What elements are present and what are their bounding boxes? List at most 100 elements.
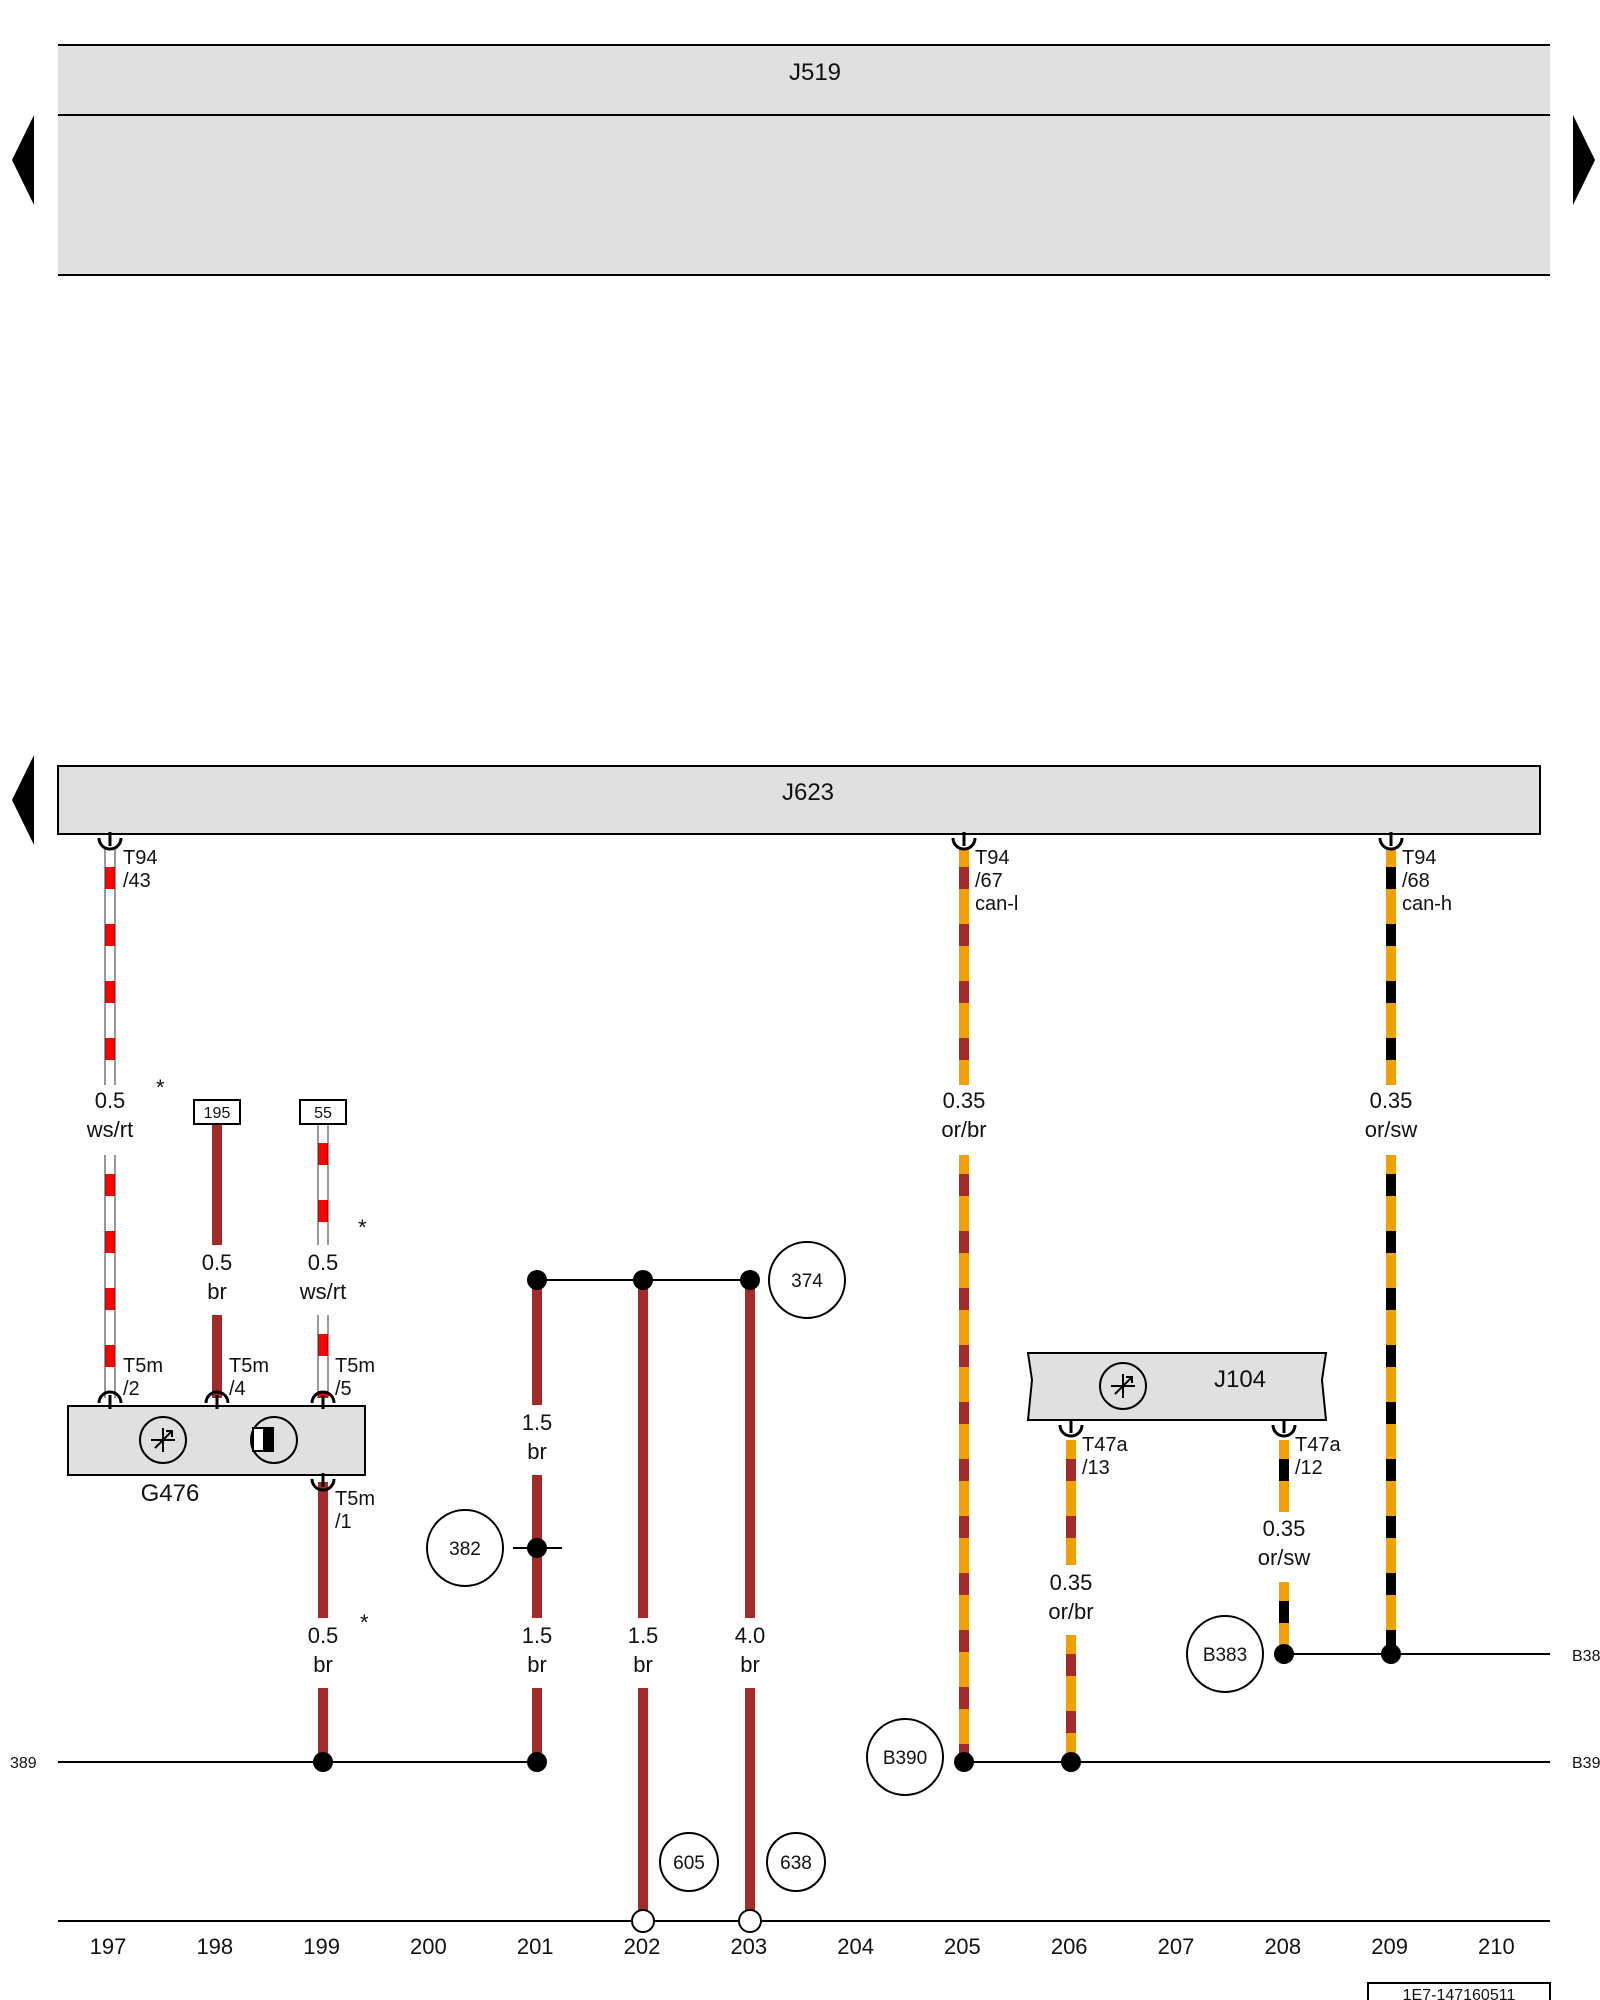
junction-dot [1274,1644,1294,1664]
wire-206-color: or/br [1048,1599,1093,1624]
wire-209-upper [1386,848,1396,1085]
column-number: 199 [303,1934,340,1959]
wire-208-color: or/sw [1258,1545,1311,1570]
circle-605-text: 605 [673,1853,705,1874]
wire-197-lower [104,1155,116,1398]
circle-b383[interactable]: B383 [1186,1615,1264,1693]
wire-199-lower-b [318,1688,328,1762]
wire-201-top-color: br [527,1439,547,1464]
junction-dot [633,1270,653,1290]
circle-638-text: 638 [780,1853,812,1874]
pin-layer [97,832,1404,1492]
wire-209-size: 0.35 [1370,1088,1413,1113]
wire-203-lower [745,1688,755,1910]
column-number: 207 [1158,1934,1195,1959]
junction-dot [1061,1752,1081,1772]
wire-208-size: 0.35 [1263,1516,1306,1541]
wire-203-color: br [740,1652,760,1677]
wire-202-size: 1.5 [628,1623,659,1648]
wire-198-size: 0.5 [202,1250,233,1275]
ref-195-text: 195 [204,1105,231,1122]
junction-dot [527,1270,547,1290]
wire-205-upper [959,848,969,1085]
wire-209-lower [1386,1155,1396,1654]
pin-arc-t94-68 [1378,832,1404,851]
wire-201-bot-size: 1.5 [522,1623,553,1648]
j104-box: J104 [1026,1352,1328,1421]
wire-208-lower [1279,1582,1289,1654]
column-number: 208 [1264,1934,1301,1959]
wire-labels: 0.5 ws/rt * 0.5 br 0.5 ws/rt * 0.5 br * … [86,1075,1418,1677]
g476-box: G476 [67,1405,366,1507]
j623-box: J623 [57,765,1541,835]
j519-panel: J519 [58,44,1550,276]
wire-205-lower [959,1155,969,1762]
junction-dot [954,1752,974,1772]
pin-arc-t47a-13 [1058,1419,1084,1438]
wire-197-upper [104,848,116,1085]
pin-t5m-1-num: /1 [335,1511,352,1533]
circle-382-text: 382 [449,1539,481,1560]
wire-198 [212,1124,222,1245]
pin-t94-67-conn: T94 [975,847,1009,869]
ref-box-55[interactable]: 55 [299,1099,347,1125]
wire-201-lower [532,1688,542,1762]
circle-b390-text: B390 [883,1748,927,1769]
pin-t5m-5-num: /5 [335,1378,352,1400]
pin-arc-t94-43 [97,832,123,851]
circle-605[interactable]: 605 [659,1832,719,1892]
indicator-fill [263,1429,272,1450]
column-number: 201 [517,1934,554,1959]
pin-t5m-2-num: /2 [123,1378,140,1400]
column-number: 204 [837,1934,874,1959]
nav-left-arrow-icon[interactable] [12,115,34,205]
pin-t94-67-num: /67 [975,870,1003,892]
nav-right-arrow-icon[interactable] [1573,115,1595,205]
wire-199-top-size: 0.5 [308,1250,339,1275]
pin-t47a-12-num: /12 [1295,1457,1323,1479]
pin-arc-t5m-5 [310,1390,336,1409]
column-number: 203 [730,1934,767,1959]
circle-374-text: 374 [791,1271,823,1292]
ground-open-dot [631,1909,655,1933]
circle-374[interactable]: 374 [768,1241,846,1319]
wire-197-size: 0.5 [95,1088,126,1113]
wire-199-bot-color: br [313,1652,333,1677]
wire-206-size: 0.35 [1050,1570,1093,1595]
edge-ref-389[interactable]: 389 [10,1755,37,1772]
pin-labels: T94 /43 T94 /67 can-l T94 /68 can-h T5m … [123,847,1452,1533]
nav-left-arrow-icon-2[interactable] [12,755,34,845]
ref-box-195[interactable]: 195 [193,1099,241,1125]
pin-t47a-12-conn: T47a [1295,1434,1341,1456]
sensor-icon-2 [1099,1362,1147,1410]
pin-t47a-13-conn: T47a [1082,1434,1128,1456]
wire-199-upper [317,1124,329,1245]
column-number: 200 [410,1934,447,1959]
pin-arc-t94-67 [951,832,977,851]
j623-label: J623 [782,779,834,806]
wire-203-upper [745,1280,755,1618]
wire-201-bot-color: br [527,1652,547,1677]
wire-206-lower [1066,1635,1076,1762]
wire-205-color: or/br [941,1117,986,1142]
circle-638[interactable]: 638 [766,1832,826,1892]
wire-198-lower [212,1315,222,1398]
column-number: 210 [1478,1934,1515,1959]
pin-t94-67-signal: can-l [975,893,1018,915]
wire-197-color: ws/rt [86,1117,133,1142]
junction-dot [313,1752,333,1772]
wire-201-upper [532,1280,542,1405]
edge-ref-b390[interactable]: B390 [1572,1755,1600,1772]
wire-199-mid [317,1315,329,1398]
circle-b390[interactable]: B390 [866,1718,944,1796]
edge-ref-b383[interactable]: B383 [1572,1648,1600,1665]
pin-arc-t5m-1 [310,1473,336,1492]
wire-202-color: br [633,1652,653,1677]
wire-199-bot-size: 0.5 [308,1623,339,1648]
junction-dot [740,1270,760,1290]
sensor-symbol-2 [1111,1374,1135,1398]
circle-382[interactable]: 382 [426,1509,504,1587]
pin-arc-t5m-2 [97,1390,123,1409]
